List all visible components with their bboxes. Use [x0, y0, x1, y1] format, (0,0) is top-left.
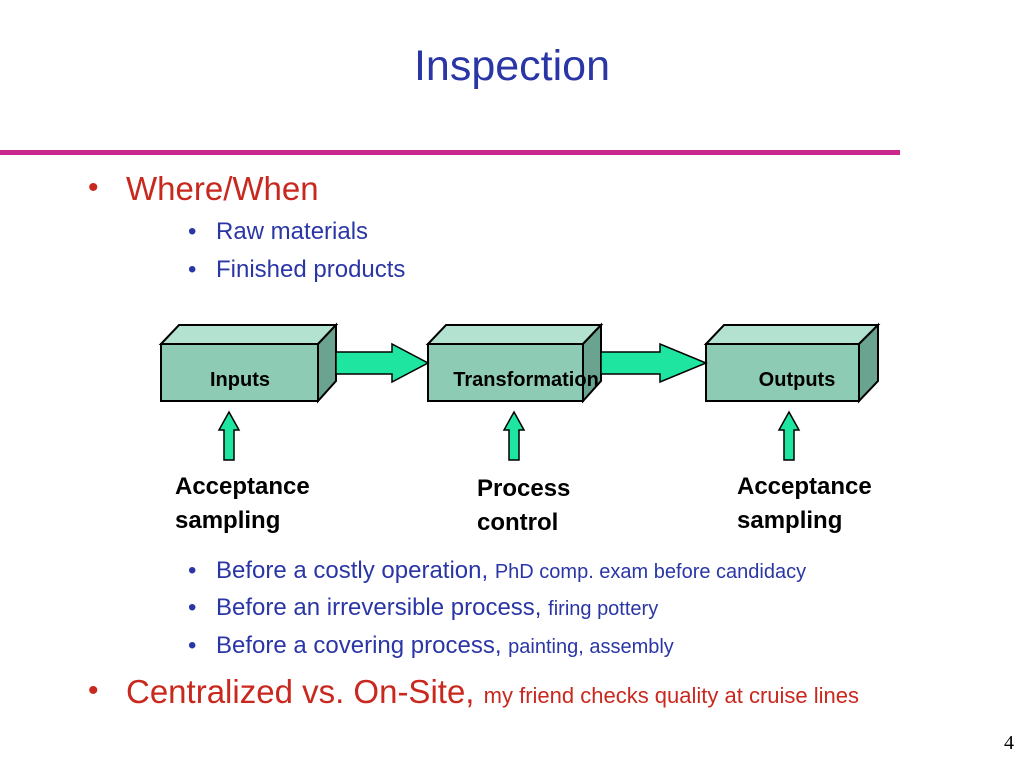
sub-item-main: Before an irreversible process,: [216, 594, 542, 621]
sub-item-raw-materials: • Raw materials: [188, 218, 369, 246]
sub-item-main: Before a costly operation,: [216, 557, 489, 584]
bullet-where-when: • Where/When: [88, 170, 319, 208]
bullet-dot: •: [188, 632, 197, 659]
bullet-dot: •: [188, 557, 197, 584]
sub-item-main: Before a covering process,: [216, 632, 502, 659]
bullet-dot: •: [88, 171, 99, 204]
bullet-dot: •: [188, 594, 197, 621]
sub-item-example: PhD comp. exam before candidacy: [494, 561, 807, 583]
sub-item-label: Raw materials: [216, 218, 369, 245]
sub-item-costly-operation: • Before a costly operation, PhD comp. e…: [188, 557, 807, 585]
box-transformation: Transformation: [425, 322, 604, 404]
bullet-label: Where/When: [126, 170, 319, 207]
sub-item-covering-process: • Before a covering process, painting, a…: [188, 632, 674, 660]
inspection-arrow-up: [217, 410, 241, 461]
slide-title: Inspection: [413, 42, 611, 90]
sub-item-irreversible-process: • Before an irreversible process, firing…: [188, 594, 659, 622]
caption-process-control: Process control: [477, 472, 570, 540]
page-number: 4: [1004, 732, 1014, 754]
bullet-detail: my friend checks quality at cruise lines: [483, 683, 860, 708]
caption-acceptance-sampling-inputs: Acceptance sampling: [175, 470, 310, 538]
bullet-dot: •: [188, 218, 197, 245]
box-label-inputs: Inputs: [210, 369, 270, 391]
caption-line: Acceptance: [737, 473, 872, 500]
caption-line: sampling: [175, 507, 281, 534]
bullet-dot: •: [188, 256, 197, 283]
box-label-transformation: Transformation: [453, 369, 599, 391]
inspection-arrow-up: [502, 410, 526, 461]
box-label-outputs: Outputs: [759, 369, 836, 391]
caption-line: control: [477, 509, 559, 536]
bullet-label: Centralized vs. On-Site,: [126, 673, 475, 710]
sub-item-finished-products: • Finished products: [188, 256, 406, 284]
caption-line: Process: [477, 475, 571, 502]
title-divider: [0, 150, 900, 155]
sub-item-example: firing pottery: [548, 598, 659, 620]
box-outputs: Outputs: [703, 322, 881, 404]
sub-item-example: painting, assembly: [508, 636, 674, 658]
caption-acceptance-sampling-outputs: Acceptance sampling: [737, 470, 872, 538]
bullet-dot: •: [88, 674, 99, 707]
caption-line: sampling: [737, 507, 843, 534]
flow-arrow-right: [335, 342, 430, 384]
flow-arrow-right: [600, 342, 708, 384]
caption-line: Acceptance: [175, 473, 310, 500]
inspection-arrow-up: [777, 410, 801, 461]
bullet-centralized: • Centralized vs. On-Site, my friend che…: [88, 673, 860, 711]
sub-item-label: Finished products: [216, 256, 406, 283]
box-inputs: Inputs: [158, 322, 339, 404]
